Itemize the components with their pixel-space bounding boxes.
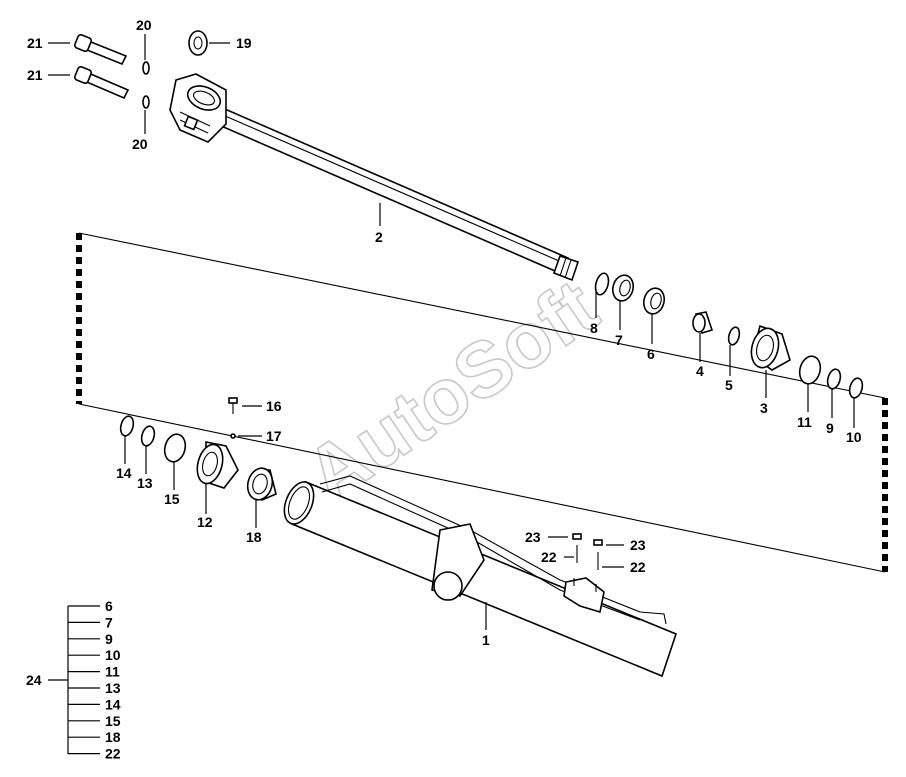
bolt-21-lower [73, 65, 130, 100]
ring-14 [119, 415, 135, 437]
callout-23-right: 23 [630, 537, 646, 553]
kit-label: 24 [26, 672, 42, 688]
seal-7 [611, 274, 635, 302]
callout-2: 2 [375, 229, 383, 245]
ring-13 [140, 425, 156, 447]
bushing-4 [692, 311, 714, 334]
piston-12 [196, 441, 239, 489]
callout-20-upper: 20 [136, 17, 152, 33]
callout-19: 19 [236, 35, 252, 51]
kit-item-22: 22 [105, 746, 121, 762]
bolt-21-upper [73, 33, 128, 66]
rod-eye [169, 73, 227, 143]
kit-item-15: 15 [105, 713, 121, 729]
callout-22-right: 22 [630, 559, 646, 575]
watermark-text: AutoSoft [290, 262, 612, 519]
kit-item-13: 13 [105, 680, 121, 696]
kit-item-10: 10 [105, 647, 121, 663]
washer-20-upper [142, 61, 150, 75]
grease-cap-23-right [593, 539, 603, 570]
ring-5 [727, 326, 741, 346]
callout-12: 12 [197, 514, 213, 530]
oring-11 [798, 355, 822, 385]
bushing-18 [246, 467, 277, 502]
ring-10 [848, 377, 864, 399]
callout-13: 13 [137, 475, 153, 491]
callout-1: 1 [482, 632, 490, 648]
callout-7: 7 [615, 332, 623, 348]
cylinder-barrel [283, 475, 677, 678]
gland-3 [750, 324, 791, 371]
callout-8: 8 [590, 320, 598, 336]
screw-16 [228, 397, 238, 414]
callout-10: 10 [846, 429, 862, 445]
callout-17: 17 [266, 428, 282, 444]
washer-19 [188, 30, 208, 56]
callout-9: 9 [826, 420, 834, 436]
kit-item-18: 18 [105, 729, 121, 745]
callout-21-upper: 21 [27, 35, 43, 51]
callouts: 21 21 20 20 19 2 8 7 6 4 5 3 11 9 10 16 … [27, 17, 862, 648]
callout-11: 11 [797, 414, 812, 430]
callout-22-left: 22 [541, 549, 557, 565]
explode-frame [76, 232, 888, 573]
callout-21-lower: 21 [27, 67, 43, 83]
kit-item-7: 7 [105, 614, 113, 630]
callout-18: 18 [246, 529, 262, 545]
callout-16: 16 [266, 398, 282, 414]
wiper-6 [642, 287, 666, 315]
callout-4: 4 [696, 363, 704, 379]
callout-20-lower: 20 [132, 136, 148, 152]
callout-14: 14 [116, 465, 132, 481]
callout-6: 6 [647, 346, 655, 362]
ball-17 [230, 433, 236, 439]
callout-5: 5 [725, 377, 733, 393]
kit-item-6: 6 [105, 598, 113, 614]
leader-lines [48, 34, 855, 630]
callout-15: 15 [164, 491, 180, 507]
kit-item-11: 11 [105, 664, 120, 680]
callout-3: 3 [760, 400, 768, 416]
callout-23-left: 23 [525, 529, 541, 545]
ring-9 [826, 368, 842, 390]
oring-15 [163, 433, 187, 463]
kit-item-14: 14 [105, 696, 121, 712]
ring-8 [594, 272, 610, 296]
piston-rod [210, 104, 580, 282]
kit-item-9: 9 [105, 631, 113, 647]
grease-cap-23-left [572, 533, 582, 563]
washer-20-lower [142, 95, 150, 109]
